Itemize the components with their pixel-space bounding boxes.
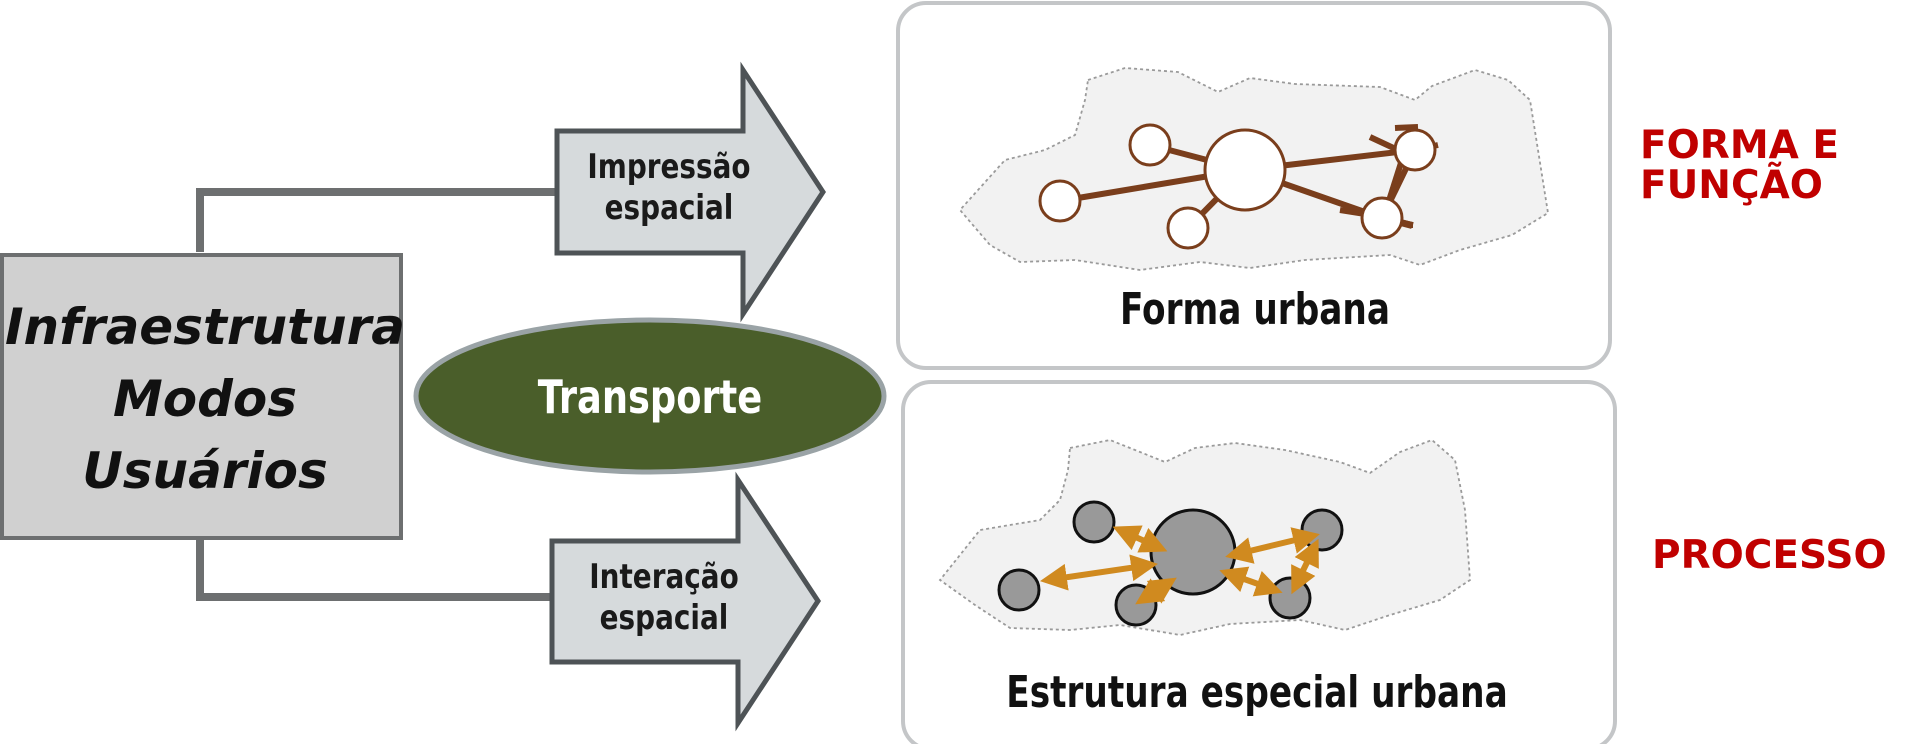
spatial-interaction-label-line2: espacial bbox=[600, 598, 729, 637]
urban-structure-node-se bbox=[1268, 576, 1312, 620]
interaction-arrow-center-w bbox=[1039, 554, 1159, 591]
urban-form-node-se bbox=[1360, 196, 1404, 240]
spatial-impression-label-line2: espacial bbox=[605, 188, 734, 227]
urban-form-node-nw bbox=[1128, 123, 1172, 167]
urban-structure-node-s bbox=[1114, 583, 1158, 627]
infrastructure-label: Infraestrutura bbox=[5, 298, 405, 356]
urban-structure-panel: Estrutura especial urbana bbox=[901, 380, 1617, 744]
spatial-interaction-label-line1: Interação bbox=[589, 557, 738, 596]
urban-form-caption: Forma urbana bbox=[1120, 284, 1390, 335]
interaction-arrow-ne-se bbox=[1291, 538, 1319, 595]
form-function-label-line2: FUNÇÃO bbox=[1640, 161, 1823, 208]
urban-structure-node-ne bbox=[1300, 508, 1344, 552]
urban-structure-node-center bbox=[1149, 508, 1237, 596]
spatial-impression-arrow: Impressão espacial bbox=[554, 61, 826, 323]
urban-form-node-w bbox=[1038, 179, 1082, 223]
urban-structure-node-nw bbox=[1072, 500, 1116, 544]
urban-form-node-ne bbox=[1393, 128, 1437, 172]
spatial-interaction-arrow: Interação espacial bbox=[549, 471, 821, 732]
interaction-arrow-center-nw bbox=[1112, 525, 1168, 553]
urban-form-panel: Forma urbana bbox=[896, 1, 1612, 370]
urban-form-node-center bbox=[1203, 128, 1287, 212]
urban-structure-caption: Estrutura especial urbana bbox=[1006, 667, 1507, 718]
users-label: Usuários bbox=[82, 442, 328, 500]
urban-structure-node-w bbox=[997, 568, 1041, 612]
infrastructure-box: Infraestrutura Modos Usuários bbox=[0, 253, 405, 540]
interaction-arrow-center-s bbox=[1135, 577, 1177, 605]
modes-label: Modos bbox=[113, 370, 297, 428]
connector-bottom-line bbox=[196, 532, 555, 601]
connector-top-line bbox=[196, 188, 560, 252]
transport-ellipse: Transporte bbox=[413, 317, 887, 475]
interaction-arrow-center-se bbox=[1219, 566, 1283, 597]
transport-label: Transporte bbox=[538, 370, 762, 424]
spatial-impression-label-line1: Impressão bbox=[587, 147, 750, 186]
process-label: PROCESSO bbox=[1652, 533, 1887, 578]
urban-structure-interaction-arrows bbox=[1039, 525, 1320, 605]
form-function-label-line1: FORMA E bbox=[1640, 123, 1839, 168]
urban-form-node-s bbox=[1166, 206, 1210, 250]
urban-form-line-ne bbox=[1394, 124, 1419, 131]
